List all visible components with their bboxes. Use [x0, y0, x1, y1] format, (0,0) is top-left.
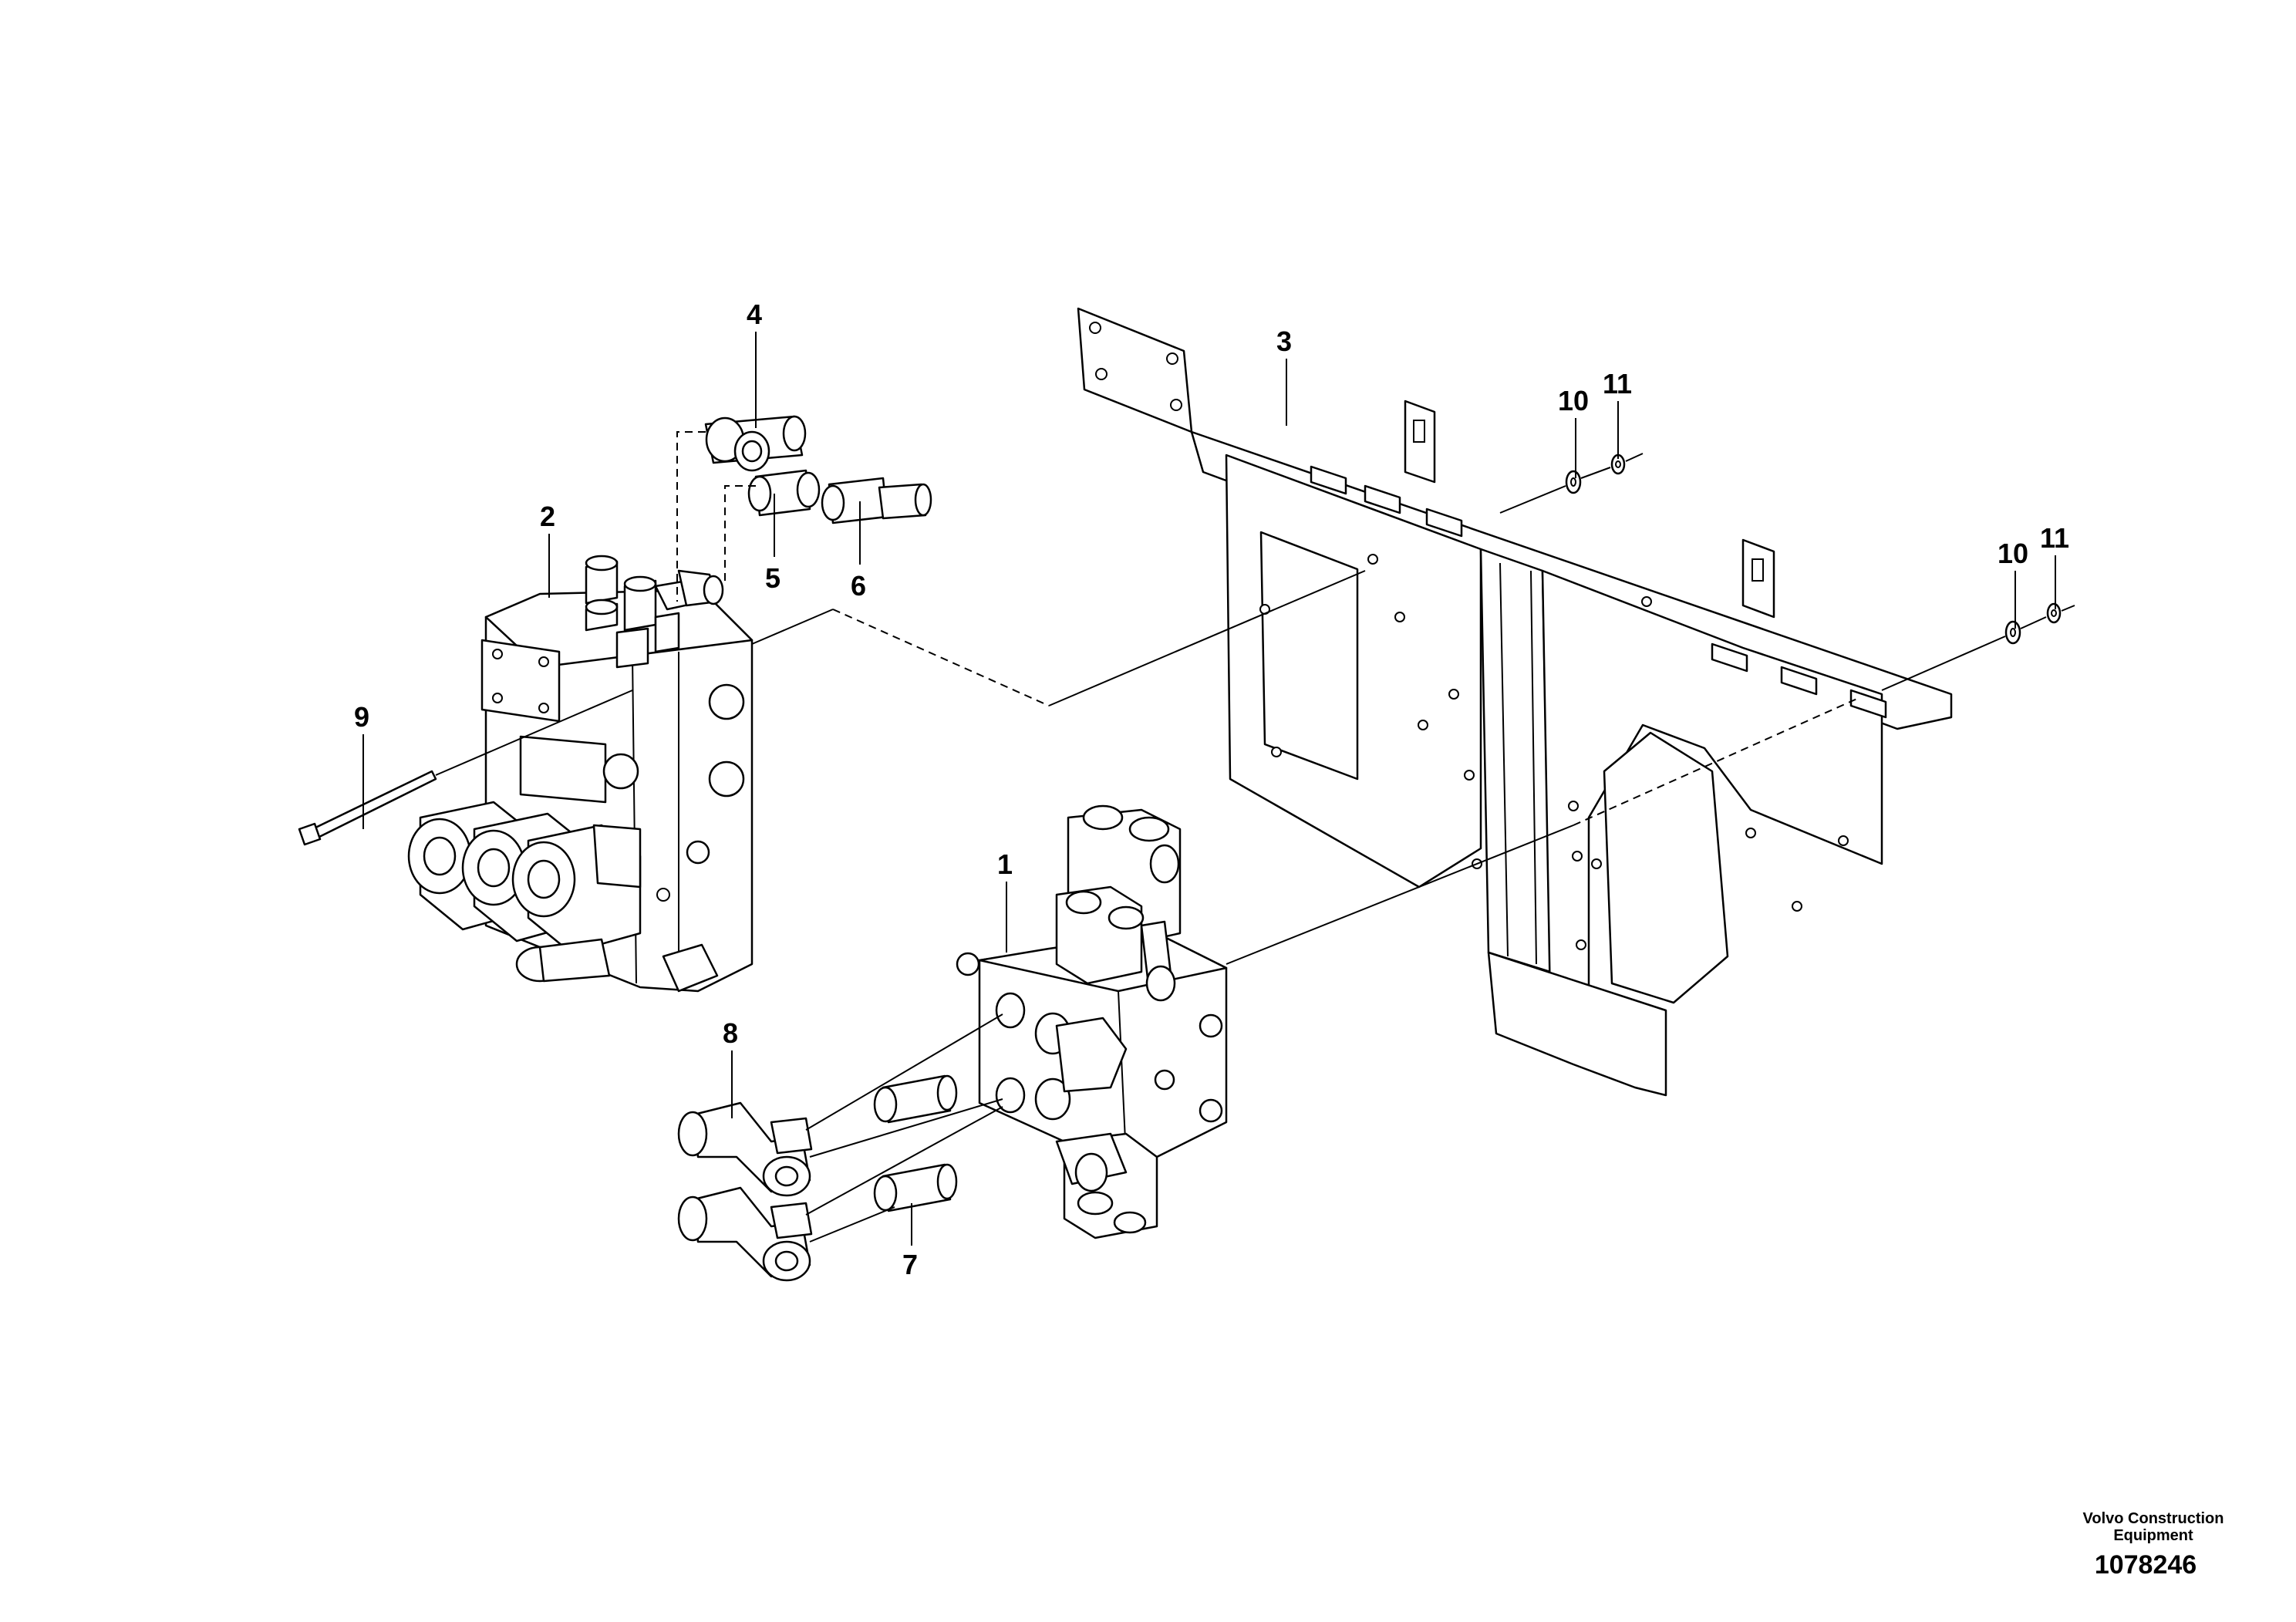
adapter-part-7	[873, 1074, 958, 1212]
washer-part-10-upper	[1565, 470, 1582, 494]
callout-9: 9	[354, 701, 369, 733]
elbow-part-8	[677, 1101, 813, 1282]
callout-11-upper: 11	[1603, 368, 1632, 400]
callout-2: 2	[540, 501, 555, 532]
footer-company: Volvo Construction Equipment	[2053, 1510, 2254, 1544]
callout-6: 6	[851, 570, 866, 602]
callout-1: 1	[997, 848, 1013, 880]
footer-company-line1: Volvo Construction	[2082, 1510, 2224, 1527]
valve-block-part-1	[956, 804, 1228, 1239]
assembly-lines	[435, 431, 2075, 1243]
callout-11-lower: 11	[2040, 522, 2069, 554]
callout-leaders	[362, 332, 2056, 1246]
fitting-part-5	[747, 469, 821, 517]
callout-labels: 4 3 2 5 6 9 1 8 7 10 11 10 11	[354, 298, 2069, 1280]
fitting-part-4	[704, 415, 807, 472]
callout-8: 8	[723, 1017, 738, 1049]
footer-company-line2: Equipment	[2113, 1527, 2193, 1544]
bolt-part-9	[298, 770, 437, 846]
callout-10-upper: 10	[1558, 385, 1589, 416]
fitting-part-6	[821, 477, 932, 524]
callout-3: 3	[1276, 325, 1292, 357]
bracket-part-3	[1077, 307, 1953, 1097]
callout-7: 7	[902, 1249, 918, 1280]
callout-10-lower: 10	[1998, 538, 2028, 569]
valve-block-part-2	[407, 555, 754, 993]
solenoid-coils	[407, 801, 642, 954]
nut-part-11-lower	[2046, 602, 2062, 624]
drawing-number: 1078246	[2094, 1550, 2197, 1580]
washer-part-10-lower	[2004, 620, 2021, 645]
callout-5: 5	[765, 562, 781, 594]
callout-4: 4	[747, 298, 762, 330]
